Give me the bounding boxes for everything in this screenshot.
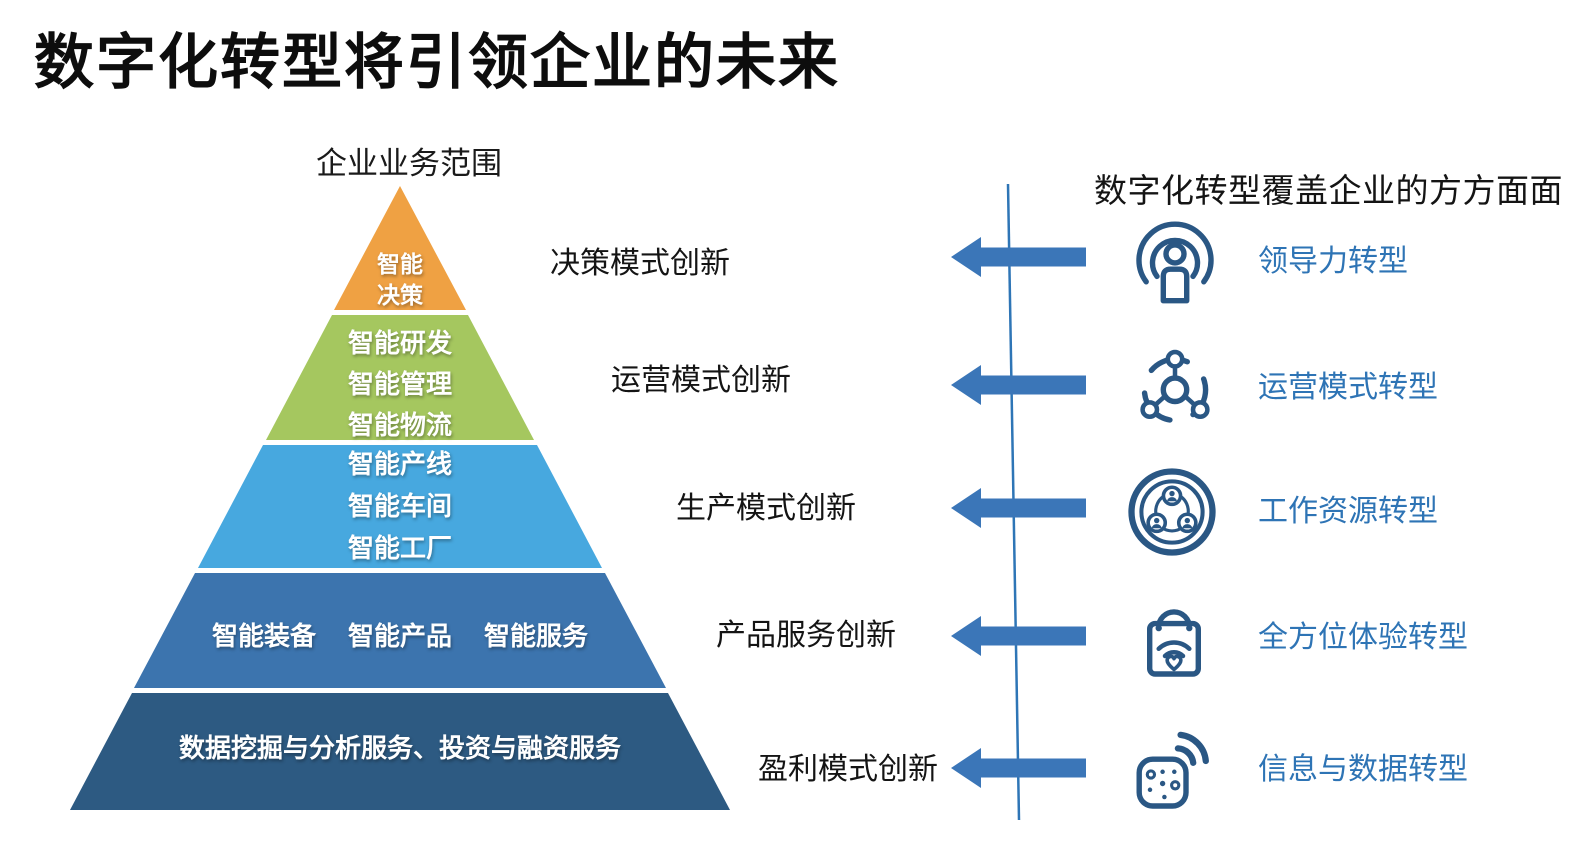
level-4-item: 智能服务 xyxy=(484,621,589,651)
right-item-label-experience: 全方位体验转型 xyxy=(1258,621,1468,654)
slide-title: 数字化转型将引领企业的未来 xyxy=(34,29,840,96)
innovation-label-decision: 决策模式创新 xyxy=(550,247,730,280)
level-1-line: 决策 xyxy=(377,282,423,308)
pyramid-level-1-text: 智能 决策 xyxy=(250,249,550,311)
right-item-label-data: 信息与数据转型 xyxy=(1258,753,1468,786)
pyramid-level-3-text: 智能产线 智能车间 智能工厂 xyxy=(250,443,550,569)
level-3-line: 智能车间 xyxy=(347,491,452,521)
level-2-line: 智能管理 xyxy=(347,369,452,399)
pyramid-level-2 xyxy=(266,315,534,440)
operations-network-icon xyxy=(1140,349,1210,424)
level-3-line: 智能工厂 xyxy=(347,533,452,563)
innovation-label-profit: 盈利模式创新 xyxy=(758,753,938,786)
level-3-line: 智能产线 xyxy=(347,449,452,479)
pyramid-level-1 xyxy=(334,186,466,310)
arrow-profit xyxy=(951,748,1086,788)
arrow-decision xyxy=(951,237,1086,277)
arrow-production xyxy=(951,488,1086,528)
level-4-item: 智能装备 xyxy=(211,621,316,651)
pyramid-level-2-text: 智能研发 智能管理 智能物流 xyxy=(250,323,550,446)
right-item-label-leadership: 领导力转型 xyxy=(1258,245,1408,278)
level-1-line: 智能 xyxy=(377,251,423,277)
level-5-line: 数据挖掘与分析服务、投资与融资服务 xyxy=(178,733,621,763)
right-panel-heading: 数字化转型覆盖企业的方方面面 xyxy=(1094,172,1563,209)
arrow-product-service xyxy=(951,616,1086,656)
experience-bag-icon xyxy=(1147,609,1201,677)
level-4-item: 智能产品 xyxy=(347,621,452,651)
level-2-line: 智能物流 xyxy=(347,410,452,440)
level-2-line: 智能研发 xyxy=(347,328,452,358)
right-item-label-operations: 运营模式转型 xyxy=(1258,371,1438,404)
arrow-operation xyxy=(951,365,1086,405)
pyramid-level-5 xyxy=(70,693,730,810)
innovation-label-operation: 运营模式创新 xyxy=(611,364,791,397)
innovation-label-production: 生产模式创新 xyxy=(676,492,856,525)
pyramid-caption: 企业业务范围 xyxy=(316,146,502,181)
pyramid-level-4-text: 智能装备 智能产品 智能服务 xyxy=(100,620,700,652)
workforce-cycle-icon xyxy=(1128,468,1216,556)
data-sensor-icon xyxy=(1136,731,1209,809)
pyramid-level-4 xyxy=(134,573,666,688)
innovation-label-product-service: 产品服务创新 xyxy=(716,619,896,652)
pyramid-level-5-text: 数据挖掘与分析服务、投资与融资服务 xyxy=(100,732,700,764)
right-item-label-workforce: 工作资源转型 xyxy=(1258,495,1438,528)
leadership-broadcast-icon xyxy=(1136,221,1214,304)
pyramid-level-3 xyxy=(198,445,602,568)
